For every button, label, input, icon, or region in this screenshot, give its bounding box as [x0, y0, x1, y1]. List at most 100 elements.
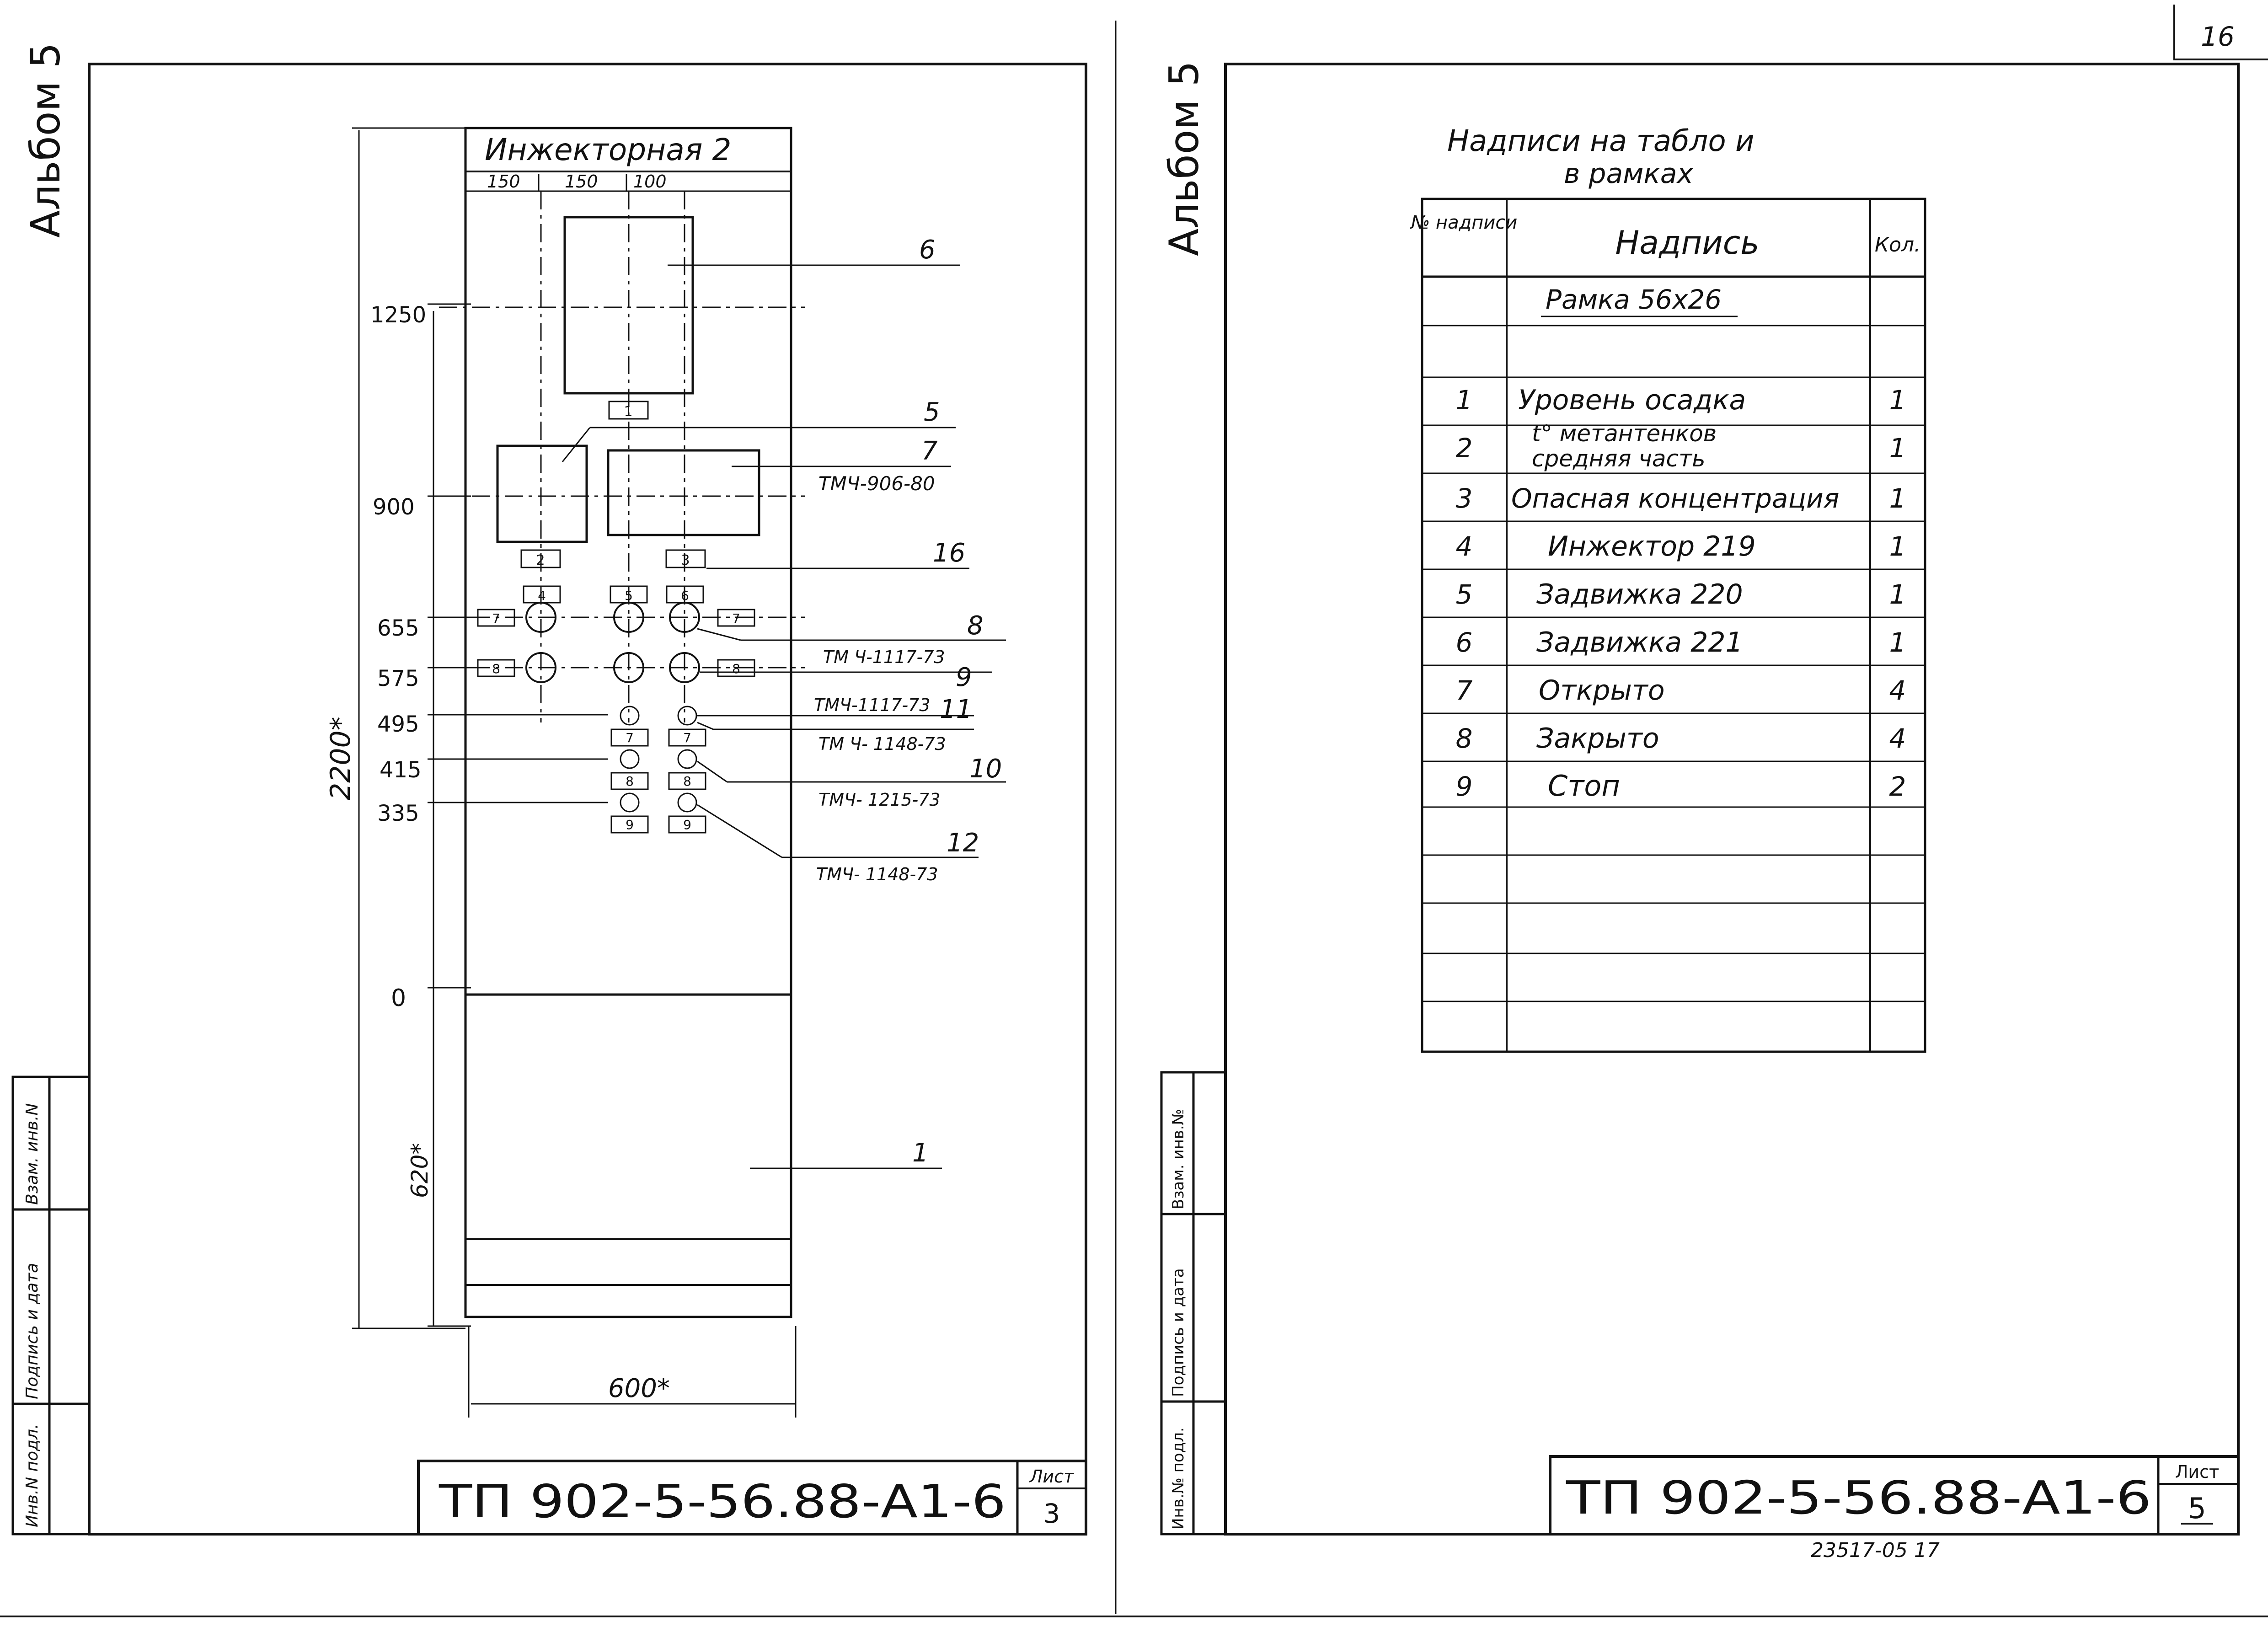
- header-num: № надписи: [1410, 212, 1518, 233]
- svg-text:1: 1: [1889, 483, 1906, 514]
- stamp-sign-date: Подпись и дата: [23, 1263, 42, 1399]
- svg-text:t° метантенков: t° метантенков: [1532, 420, 1717, 447]
- svg-text:Уровень осадка: Уровень осадка: [1518, 384, 1746, 416]
- right-sheet-number: 5: [2188, 1492, 2206, 1525]
- tag-frame-4: 4: [538, 588, 546, 603]
- callout-9-code: ТМЧ-1117-73: [814, 695, 931, 715]
- svg-text:1: 1: [1889, 433, 1906, 464]
- lamp-open-221: [669, 602, 700, 633]
- callout-11-code: ТМ Ч- 1148-73: [818, 734, 946, 754]
- callout-8-code: ТМ Ч-1117-73: [823, 647, 945, 667]
- svg-text:Задвижка 220: Задвижка 220: [1536, 578, 1743, 610]
- svg-text:4: 4: [1889, 675, 1906, 706]
- callout-7-code: ТМЧ-906-80: [818, 472, 935, 495]
- height-415: 415: [380, 757, 422, 783]
- table-row: 3 Опасная концентрация 1: [1456, 483, 1906, 514]
- svg-text:Стоп: Стоп: [1548, 769, 1620, 803]
- svg-text:3: 3: [1456, 483, 1473, 514]
- svg-text:6: 6: [1456, 627, 1473, 658]
- callout-8: 8: [967, 611, 984, 641]
- callout-10-code: ТМЧ- 1215-73: [818, 790, 941, 810]
- dim-top-100: 100: [633, 171, 667, 192]
- tag-frame-7-right: 7: [732, 611, 740, 626]
- tag-frame-3: 3: [681, 552, 690, 568]
- left-side-stamp: Инв.N подл. Подпись и дата Взам. инв.N: [11, 1075, 91, 1536]
- svg-text:1: 1: [1456, 385, 1473, 416]
- left-doc-code: ТП 902-5-56.88-А1-6: [439, 1475, 1006, 1528]
- lamp-closed-221: [669, 652, 700, 683]
- device-7-indicator: [607, 449, 760, 536]
- svg-text:Инжектор 219: Инжектор 219: [1548, 530, 1756, 562]
- tag-btn-9-b: 9: [683, 817, 691, 832]
- height-900: 900: [373, 494, 415, 520]
- stamp-vzam: Взам. инв.№: [1169, 1109, 1187, 1209]
- panel-title: Инжекторная 2: [485, 132, 731, 167]
- stamp-vzam: Взам. инв.N: [23, 1103, 42, 1205]
- callout-16: 16: [933, 538, 965, 568]
- tag-btn-8-a: 8: [626, 774, 634, 789]
- axis-lines: [439, 191, 805, 722]
- table-row: 2 t° метантенков средняя часть 1: [1456, 420, 1906, 472]
- height-575: 575: [377, 666, 419, 691]
- height-495: 495: [377, 712, 419, 737]
- base-height: 620*: [407, 1143, 433, 1198]
- table-row: 5 Задвижка 220 1: [1456, 578, 1906, 610]
- lamp-closed-220: [613, 652, 644, 683]
- svg-text:Закрыто: Закрыто: [1536, 722, 1659, 754]
- header-text: Надпись: [1615, 224, 1760, 262]
- right-doc-code: ТП 902-5-56.88-А1-6: [1566, 1471, 2151, 1525]
- svg-text:9: 9: [1456, 771, 1473, 802]
- table-row: 9 Стоп 2: [1456, 769, 1906, 803]
- tag-frame-1: 1: [624, 404, 632, 420]
- svg-text:4: 4: [1889, 723, 1906, 754]
- lamp-open-220: [613, 602, 644, 633]
- svg-text:средняя часть: средняя часть: [1532, 445, 1706, 472]
- left-sheet-number: 3: [1043, 1498, 1060, 1529]
- button-column-221: 7 8 9: [668, 706, 706, 834]
- stamp-inv-orig: Инв.№ подл.: [1169, 1427, 1187, 1530]
- table-row: 6 Задвижка 221 1: [1456, 626, 1906, 658]
- svg-text:1: 1: [1889, 627, 1906, 658]
- callouts: 6 5 7 ТМЧ-906-80 16 8 ТМ Ч-1117-73 9 ТМЧ…: [562, 235, 1006, 1169]
- lamp-open-219: [525, 602, 556, 633]
- tag-frame-6: 6: [681, 588, 689, 603]
- frame-row-label: Рамка 56х26: [1546, 284, 1722, 315]
- callout-6: 6: [919, 235, 936, 265]
- left-title-block: ТП 902-5-56.88-А1-6 Лист 3: [417, 1460, 1087, 1536]
- tag-btn-7-b: 7: [683, 730, 691, 745]
- device-5-recorder: [496, 444, 588, 543]
- right-title-block: ТП 902-5-56.88-А1-6 Лист 5 23517-05 17: [1549, 1455, 2240, 1562]
- height-0: 0: [391, 985, 406, 1012]
- svg-text:1: 1: [1889, 531, 1906, 562]
- page-number: 16: [2201, 21, 2235, 52]
- table-heading-line-1: Надписи на табло и: [1447, 124, 1754, 158]
- table-heading-line-2: в рамках: [1564, 158, 1694, 190]
- header-qty: Кол.: [1875, 233, 1920, 257]
- dim-top-150-b: 150: [565, 171, 598, 192]
- device-6-display: [563, 216, 694, 395]
- svg-text:4: 4: [1456, 531, 1473, 562]
- archive-number: 23517-05 17: [1811, 1539, 1940, 1562]
- dim-top-150-a: 150: [487, 171, 520, 192]
- stamp-inv-orig: Инв.N подл.: [23, 1424, 42, 1527]
- callout-9: 9: [956, 663, 972, 692]
- right-side-stamp: Инв.№ подл. Подпись и дата Взам. инв.№: [1160, 1071, 1227, 1536]
- tag-frame-7-left: 7: [492, 611, 500, 626]
- tag-frame-2: 2: [536, 552, 545, 568]
- callout-1: 1: [912, 1138, 929, 1168]
- right-album-label: Альбом 5: [1161, 61, 1208, 256]
- svg-text:1: 1: [1889, 385, 1906, 416]
- left-sheet: Альбом 5 Инв.N подл. Подпись и дата Взам…: [11, 43, 1087, 1536]
- svg-text:Открыто: Открыто: [1539, 674, 1665, 706]
- tag-btn-8-b: 8: [683, 774, 691, 789]
- tag-frame-8-left: 8: [492, 661, 500, 676]
- svg-text:2: 2: [1889, 771, 1906, 802]
- svg-text:Задвижка 221: Задвижка 221: [1536, 626, 1743, 658]
- svg-text:5: 5: [1456, 579, 1473, 610]
- left-album-label: Альбом 5: [22, 43, 69, 238]
- stamp-sign-date: Подпись и дата: [1169, 1268, 1187, 1397]
- callout-12: 12: [947, 828, 979, 858]
- height-335: 335: [377, 801, 419, 826]
- tag-frame-8-right: 8: [732, 661, 740, 676]
